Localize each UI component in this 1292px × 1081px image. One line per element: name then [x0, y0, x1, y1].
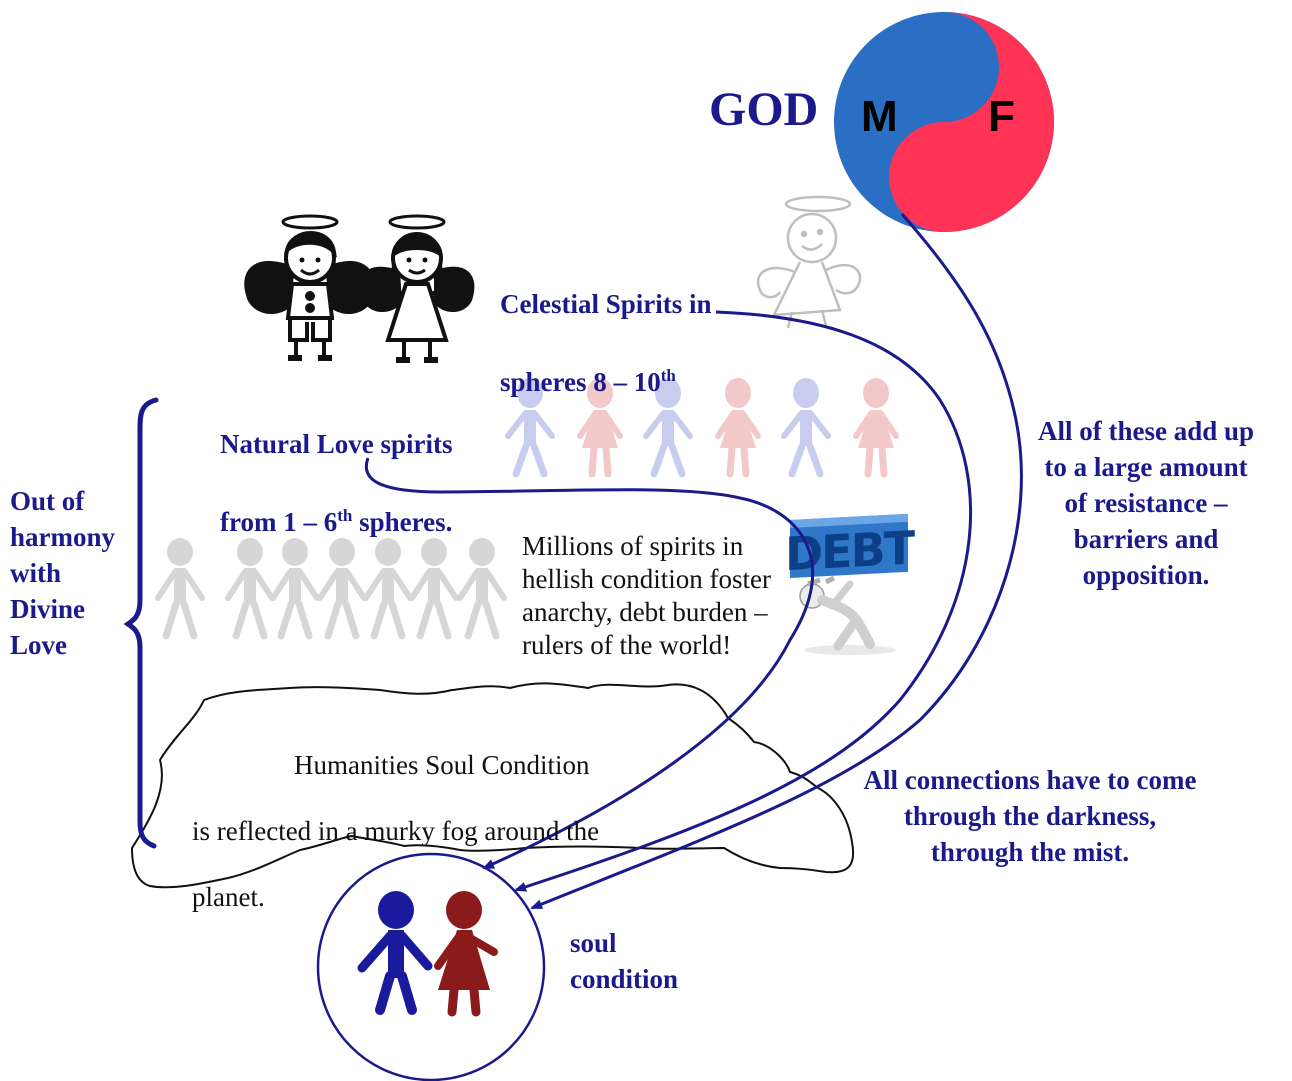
connections-label: All connections have to come through the…: [863, 765, 1197, 867]
god-title: GOD: [709, 83, 819, 136]
stick-figure-icon-grey: [225, 538, 275, 640]
natural-love-line2b: spheres.: [352, 507, 453, 537]
arrow-from-celestial: [514, 310, 972, 892]
soul-condition-label: soul condition: [570, 928, 679, 994]
grey-figures-group: [155, 538, 507, 640]
stick-figure-icon-grey: [155, 538, 205, 640]
celestial-line2: spheres 8 – 10th: [500, 358, 712, 400]
stick-figure-icon-female: [577, 378, 623, 478]
natural-love-label: Natural Love spirits from 1 – 6th sphere…: [220, 390, 453, 576]
soul-circle: [316, 852, 546, 1081]
stick-figure-icon-grey: [363, 538, 413, 640]
stick-figure-icon-male: [643, 378, 693, 478]
hellish-label: Millions of spirits in hellish condition…: [522, 531, 771, 660]
celestial-line2-text: spheres 8 – 10: [500, 367, 661, 397]
stick-figure-icon-female: [853, 378, 899, 478]
angel-girl-icon: [359, 214, 475, 363]
debt-sign-text: DEBT: [785, 520, 916, 581]
out-of-harmony-label: Out of harmony with Divine Love: [10, 486, 116, 660]
resistance-label: All of these add up to a large amount of…: [1037, 416, 1255, 590]
stick-figure-icon-grey: [317, 538, 367, 640]
humanity-line3: planet.: [192, 882, 265, 912]
arrow-from-god: [530, 213, 1023, 910]
stick-figure-icon-grey: [457, 538, 507, 640]
natural-love-line1: Natural Love spirits: [220, 429, 453, 459]
male-label: M: [861, 92, 898, 141]
stick-figure-icon-male: [781, 378, 831, 478]
natural-love-line2a: from 1 – 6: [220, 507, 338, 537]
humanity-line1: Humanities Soul Condition: [294, 750, 590, 780]
natural-love-line2: from 1 – 6th spheres.: [220, 498, 453, 540]
brace-icon: [123, 397, 159, 849]
humanity-label: Humanities Soul Condition is reflected i…: [192, 716, 599, 947]
yin-yang-icon: [834, 12, 1054, 232]
humanity-line2: is reflected in a murky fog around the: [192, 816, 600, 846]
celestial-label: Celestial Spirits in spheres 8 – 10th: [500, 250, 712, 436]
natural-love-sup: th: [337, 506, 353, 525]
celestial-line1: Celestial Spirits in: [500, 289, 712, 319]
angel-boy-icon: [244, 214, 376, 361]
stick-angel-icon: [757, 195, 862, 329]
stick-figure-icon-grey: [409, 538, 459, 640]
stick-figure-icon-female: [715, 378, 761, 478]
soul-couple-icon: [357, 891, 498, 1017]
debt-man-icon: DEBT: [785, 513, 916, 655]
stick-figure-icon-male: [505, 378, 555, 478]
stick-figure-icon-grey: [270, 538, 320, 640]
celestial-sup: th: [660, 366, 676, 385]
arrow-from-natural-love: [364, 457, 815, 870]
arrow-icon: [364, 213, 1023, 910]
walking-figures-group: [505, 378, 899, 478]
female-label: F: [988, 92, 1015, 141]
